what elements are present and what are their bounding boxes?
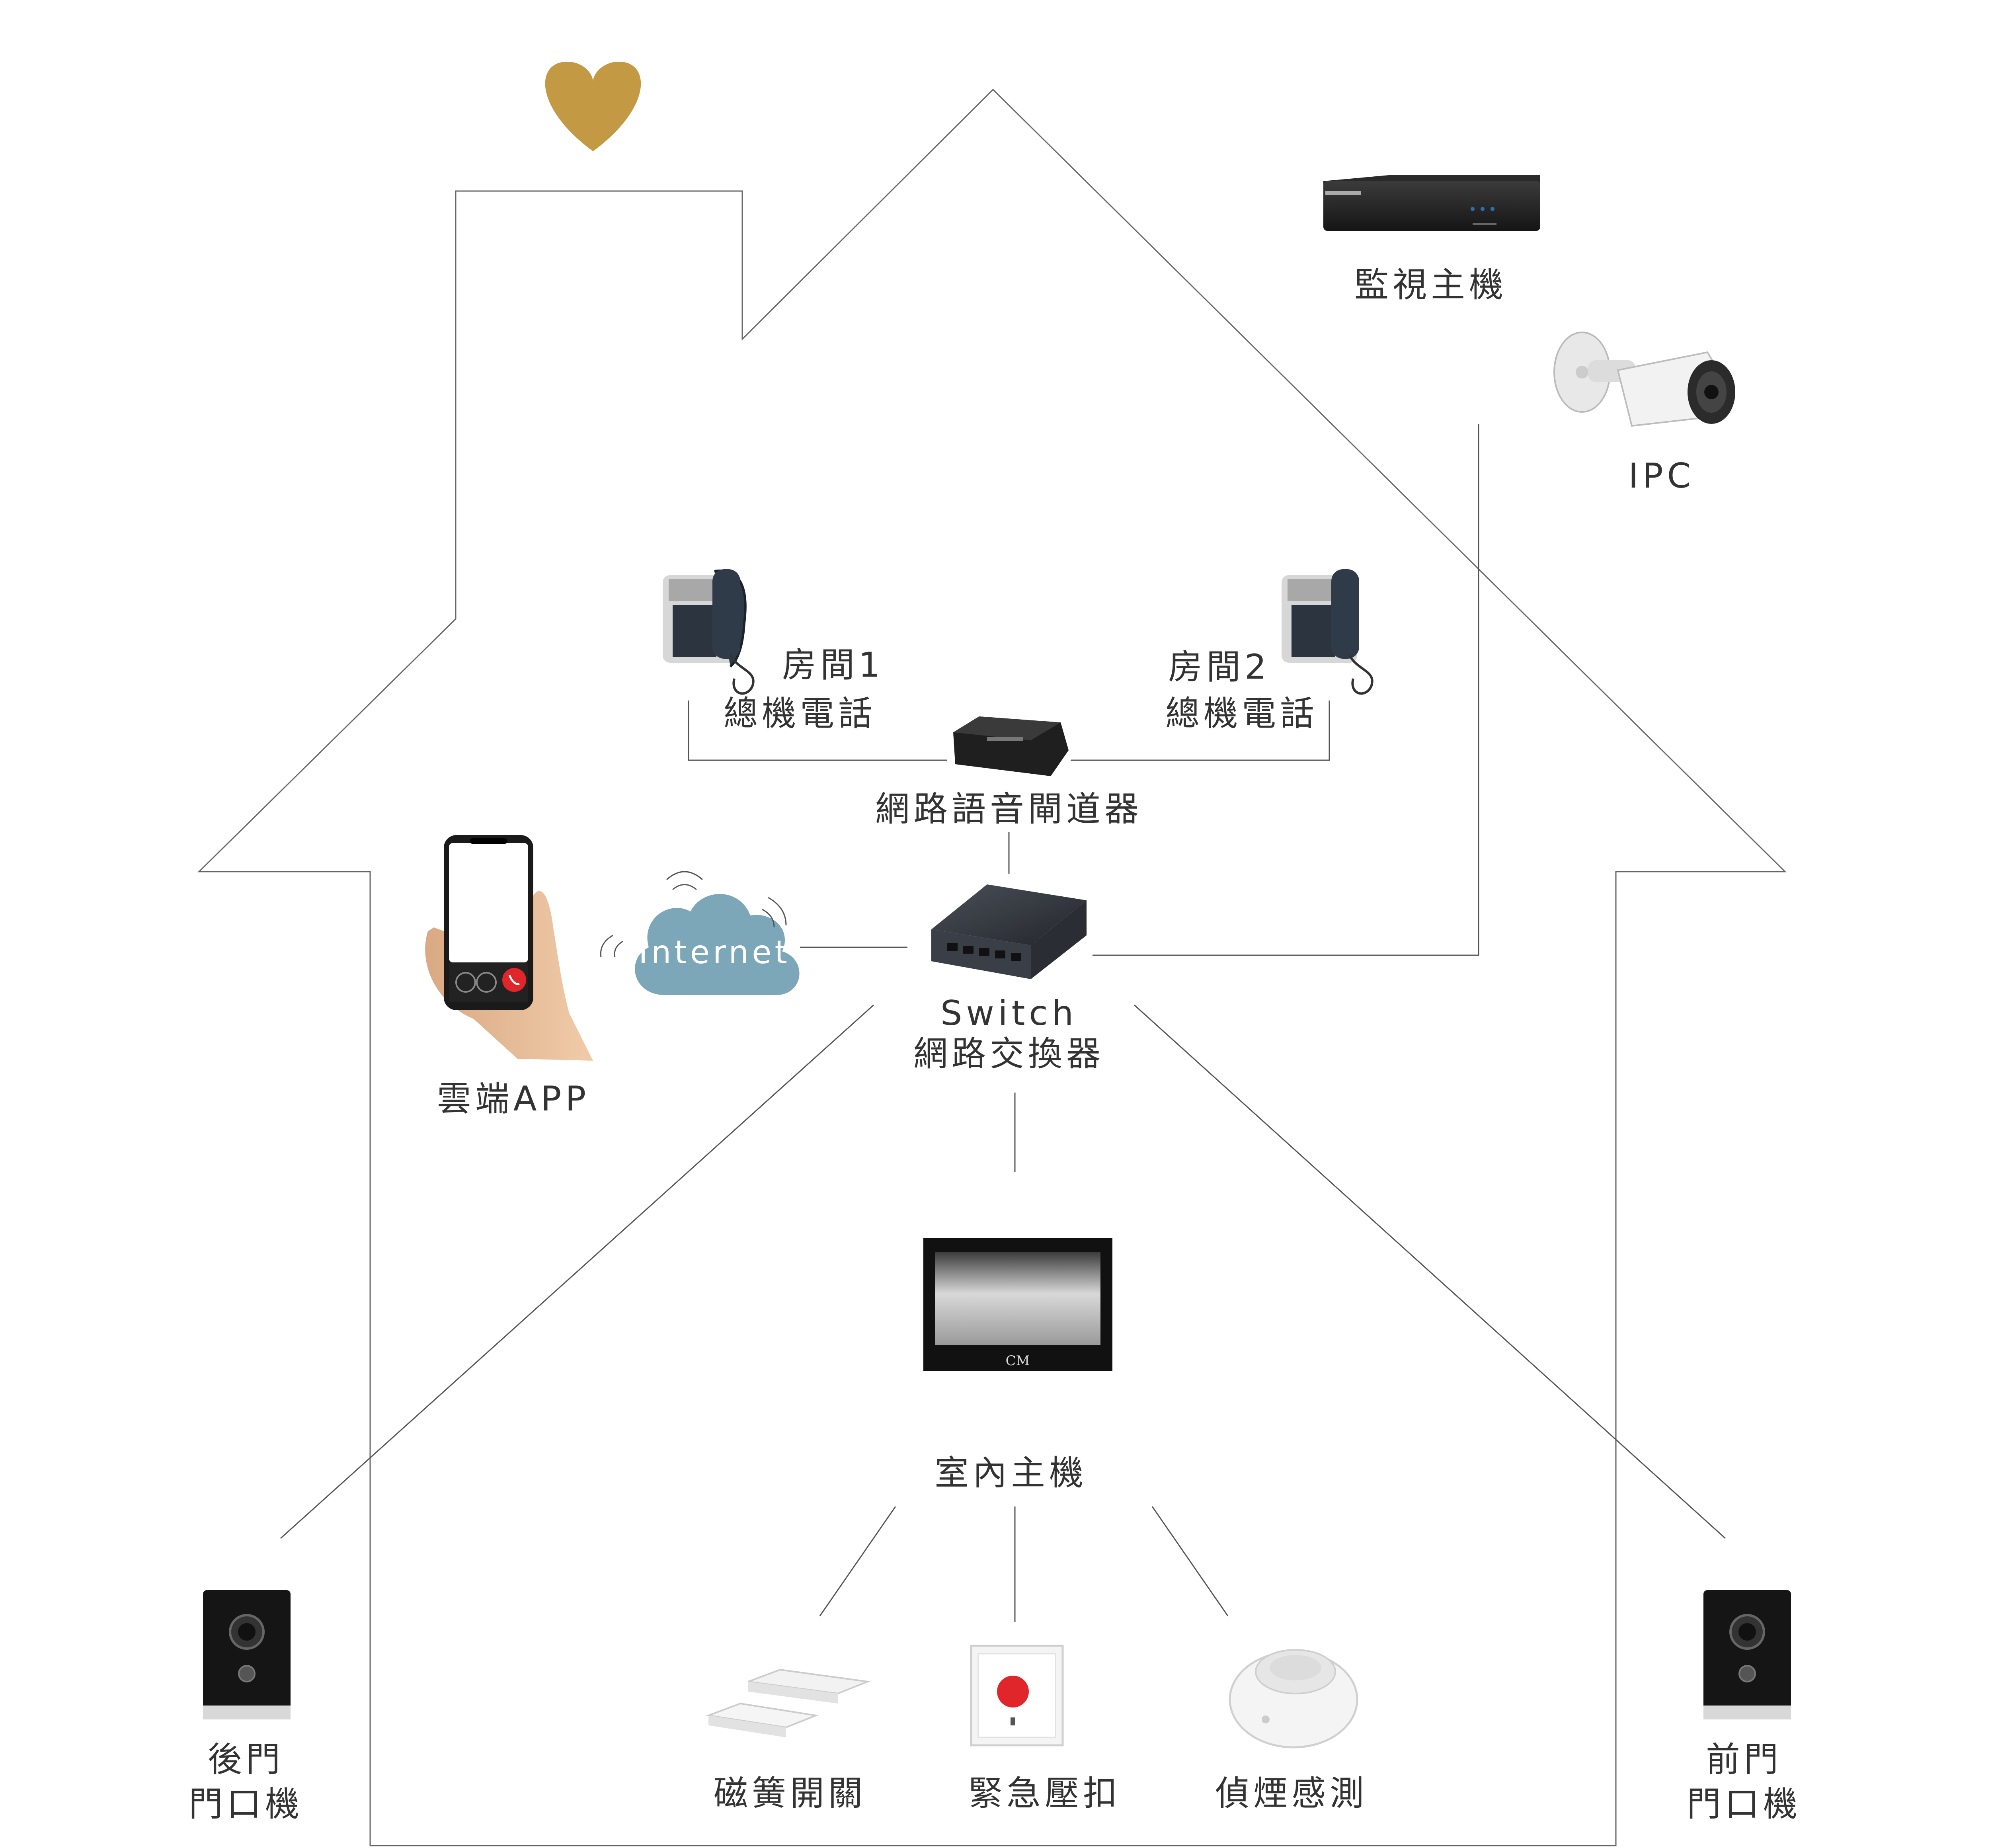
desk-phone-room2-icon [1282, 569, 1373, 695]
smoke-detector-label: 偵煙感測 [1215, 1774, 1368, 1813]
indoor-monitor-icon: CM [923, 1238, 1112, 1371]
switch-label-line2: 網路交換器 [913, 1034, 1104, 1074]
wifi-signal-icon [600, 871, 787, 958]
gateway-label: 網路語音閘道器 [875, 789, 1143, 829]
door-station-back-icon [203, 1590, 291, 1719]
magnetic-switch-icon [705, 1668, 871, 1737]
indoor-monitor-label: 室內主機 [935, 1453, 1087, 1493]
smoke-detector-icon [1229, 1649, 1358, 1748]
heart-icon [545, 62, 641, 151]
door-station-front-icon [1703, 1590, 1791, 1719]
house-outline [197, 88, 1787, 1846]
back-door-label-line2: 門口機 [189, 1784, 303, 1824]
smartphone-hand-icon [425, 835, 593, 1061]
front-door-label-line1: 前門 [1706, 1740, 1782, 1780]
room2-label-line1: 房間2 [1168, 647, 1270, 687]
cloud-icon: Internet [635, 894, 800, 995]
connection-lines [280, 424, 1726, 1622]
nvr-label: 監視主機 [1354, 265, 1507, 305]
internet-label: Internet [638, 934, 790, 971]
svg-text:CM: CM [1006, 1353, 1030, 1369]
room1-label-line2: 總機電話 [724, 694, 876, 734]
nvr-device-icon [1323, 175, 1540, 231]
switch-label-line1: Switch [940, 993, 1077, 1033]
cloud-app-label: 雲端APP [437, 1079, 590, 1119]
room2-label-line2: 總機電話 [1165, 694, 1318, 734]
desk-phone-room1-icon [663, 569, 755, 695]
emergency-button-icon [970, 1645, 1064, 1747]
front-door-label-line2: 門口機 [1687, 1784, 1801, 1824]
back-door-label-line1: 後門 [208, 1740, 284, 1780]
bullet-camera-icon [1553, 332, 1735, 427]
voip-gateway-icon [953, 716, 1069, 776]
magnetic-switch-label: 磁簧開關 [714, 1774, 866, 1813]
ipc-label: IPC [1628, 456, 1695, 496]
network-switch-icon [931, 884, 1087, 979]
room1-label-line1: 房間1 [782, 645, 884, 685]
emergency-button-label: 緊急壓扣 [968, 1774, 1121, 1813]
